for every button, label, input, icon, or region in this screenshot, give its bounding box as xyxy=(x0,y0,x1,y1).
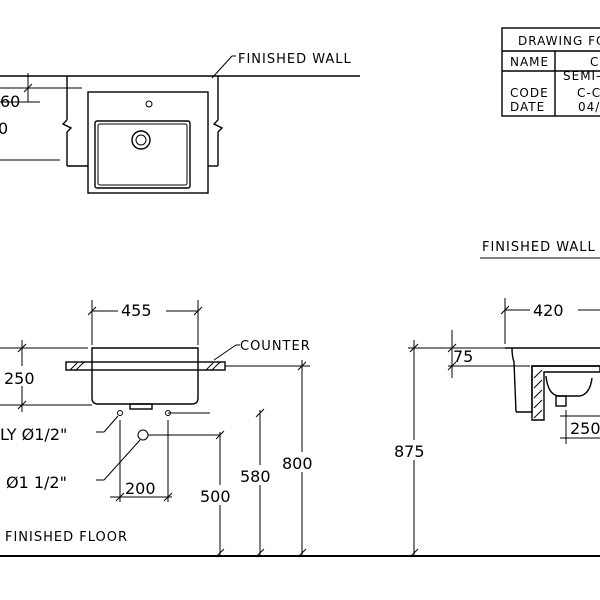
counter-label: COUNTER xyxy=(240,339,311,354)
waste-point xyxy=(137,429,149,441)
dim-250: 250 xyxy=(4,369,35,388)
counter-slab xyxy=(65,361,226,371)
title-block: DRAWING FO NAME C SEMI- CODE C-C DATE 04… xyxy=(501,27,600,117)
waste-label: Ø1 1/2" xyxy=(6,473,67,492)
dim-top-partial: 0 xyxy=(0,119,8,138)
side-elevation: FINISHED WALL 420 75 250 xyxy=(392,240,600,558)
code-value: C-C xyxy=(577,86,600,100)
dim-500: 500 xyxy=(200,487,231,506)
dim-420: 420 xyxy=(533,301,564,320)
name-value-2: SEMI- xyxy=(563,69,600,83)
drain-outlet xyxy=(129,403,153,410)
date-value: 04/ xyxy=(578,100,600,114)
finished-floor-label: FINISHED FLOOR xyxy=(5,530,128,545)
dim-875: 875 xyxy=(394,442,425,461)
plan-view: FINISHED WALL 60 0 xyxy=(0,52,360,194)
finished-wall-right-label: FINISHED WALL xyxy=(482,240,596,255)
basin-plan-outline xyxy=(87,91,209,194)
dim-60: 60 xyxy=(0,92,20,111)
plan-wall-leader xyxy=(211,55,233,79)
dim-75: 75 xyxy=(453,347,473,366)
dim-800: 800 xyxy=(282,454,313,473)
name-value-1: C xyxy=(590,55,599,69)
dim-250-right: 250 xyxy=(570,419,600,438)
tap-hole-icon xyxy=(145,100,153,108)
supply-label: LY Ø1/2" xyxy=(0,425,67,444)
finished-wall-top-label: FINISHED WALL xyxy=(238,52,352,67)
code-label: CODE xyxy=(510,86,549,100)
dim-200: 200 xyxy=(125,479,156,498)
counter-side-section xyxy=(531,365,600,421)
title-block-header: DRAWING FO xyxy=(518,34,600,48)
dim-580: 580 xyxy=(240,467,271,486)
drain-icon xyxy=(131,130,151,150)
basin-plan-bowl xyxy=(94,120,191,189)
basin-front-outline xyxy=(91,347,199,405)
supply-point-left xyxy=(117,410,123,416)
dim-455: 455 xyxy=(121,301,152,320)
front-elevation: COUNTER 455 250 LY Ø1/2" Ø1 1/2" xyxy=(0,300,324,558)
basin-side-bowl xyxy=(545,375,593,397)
name-label: NAME xyxy=(510,55,549,69)
date-label: DATE xyxy=(510,100,545,114)
